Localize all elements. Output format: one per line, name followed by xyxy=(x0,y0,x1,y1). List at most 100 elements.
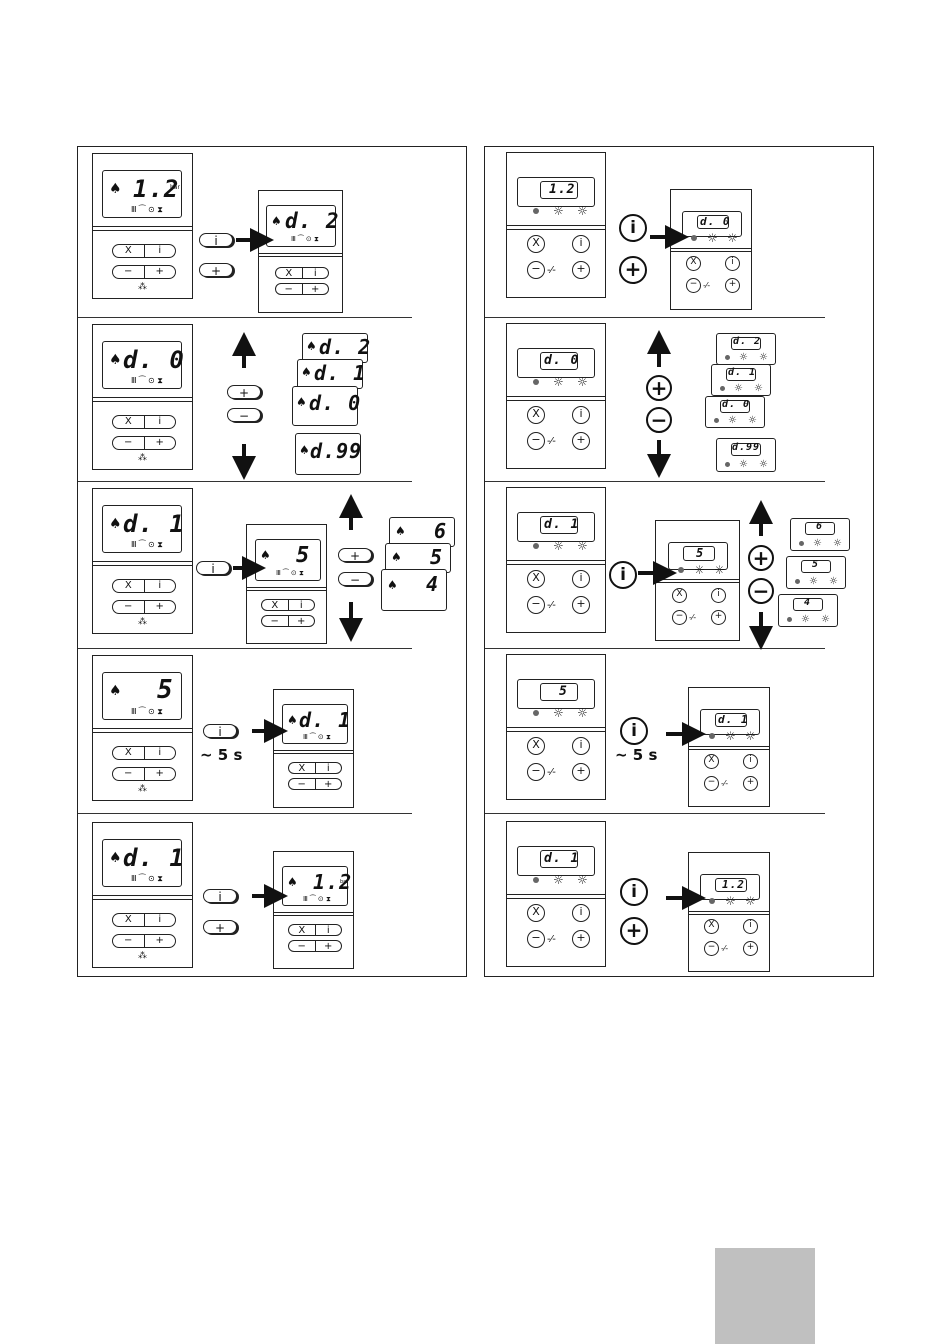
heat-button[interactable]: Ⅹ xyxy=(527,904,545,922)
heat-button[interactable]: Ⅹ xyxy=(113,245,145,257)
plus-key[interactable]: + xyxy=(338,548,372,563)
plus-button[interactable]: + xyxy=(743,776,758,791)
plus-button[interactable]: + xyxy=(155,935,164,946)
info-button[interactable]: i xyxy=(572,406,590,424)
plus-button[interactable]: + xyxy=(324,779,333,790)
minus-key[interactable]: − xyxy=(227,408,261,423)
plus-button[interactable]: + xyxy=(155,601,164,612)
info-button[interactable]: i xyxy=(158,580,162,591)
minus-button[interactable]: − xyxy=(527,261,545,279)
minus-button[interactable]: − xyxy=(113,601,145,613)
button-bar-bottom[interactable]: − + xyxy=(288,778,342,790)
plus-key[interactable]: + xyxy=(619,256,647,284)
minus-button[interactable]: − xyxy=(704,941,719,956)
minus-button[interactable]: − xyxy=(113,935,145,947)
info-button[interactable]: i xyxy=(326,925,330,936)
info-button[interactable]: i xyxy=(711,588,726,603)
heat-button[interactable]: Ⅹ xyxy=(276,268,303,279)
minus-key[interactable]: − xyxy=(748,578,774,604)
minus-button[interactable]: − xyxy=(276,284,303,295)
info-button[interactable]: i xyxy=(158,416,162,427)
heat-button[interactable]: Ⅹ xyxy=(289,763,316,774)
heat-button[interactable]: Ⅹ xyxy=(704,919,719,934)
plus-button[interactable]: + xyxy=(743,941,758,956)
plus-button[interactable]: + xyxy=(155,266,164,277)
heat-button[interactable]: Ⅹ xyxy=(527,406,545,424)
heat-button[interactable]: Ⅹ xyxy=(113,747,145,759)
minus-button[interactable]: − xyxy=(704,776,719,791)
info-button[interactable]: i xyxy=(725,256,740,271)
minus-button[interactable]: − xyxy=(527,930,545,948)
info-key[interactable]: i xyxy=(199,233,233,248)
plus-key[interactable]: + xyxy=(227,385,261,400)
info-button[interactable]: i xyxy=(158,914,162,925)
info-button[interactable]: i xyxy=(572,904,590,922)
info-button[interactable]: i xyxy=(743,919,758,934)
heat-button[interactable]: Ⅹ xyxy=(113,914,145,926)
plus-key[interactable]: + xyxy=(646,375,672,401)
button-bar-top[interactable]: Ⅹ i xyxy=(112,579,176,593)
button-bar-bottom[interactable]: − + xyxy=(112,934,176,948)
heat-button[interactable]: Ⅹ xyxy=(704,754,719,769)
button-bar-top[interactable]: Ⅹ i xyxy=(112,415,176,429)
plus-button[interactable]: + xyxy=(572,432,590,450)
info-key[interactable]: i xyxy=(609,561,637,589)
minus-button[interactable]: − xyxy=(113,768,145,780)
minus-button[interactable]: − xyxy=(113,437,145,449)
minus-button[interactable]: − xyxy=(527,763,545,781)
info-button[interactable]: i xyxy=(743,754,758,769)
info-button[interactable]: i xyxy=(158,747,162,758)
minus-button[interactable]: − xyxy=(113,266,145,278)
plus-key[interactable]: + xyxy=(199,263,233,278)
plus-button[interactable]: + xyxy=(155,768,164,779)
heat-button[interactable]: Ⅹ xyxy=(262,600,289,611)
button-bar-top[interactable]: Ⅹ i xyxy=(112,746,176,760)
heat-button[interactable]: Ⅹ xyxy=(527,235,545,253)
plus-button[interactable]: + xyxy=(711,610,726,625)
minus-button[interactable]: − xyxy=(289,941,316,952)
plus-button[interactable]: + xyxy=(572,596,590,614)
heat-button[interactable]: Ⅹ xyxy=(289,925,316,936)
button-bar-top[interactable]: Ⅹ i xyxy=(261,599,315,611)
minus-button[interactable]: − xyxy=(672,610,687,625)
info-button[interactable]: i xyxy=(326,763,330,774)
info-button[interactable]: i xyxy=(299,600,303,611)
heat-button[interactable]: Ⅹ xyxy=(672,588,687,603)
minus-key[interactable]: − xyxy=(646,407,672,433)
plus-button[interactable]: + xyxy=(155,437,164,448)
button-bar-top[interactable]: Ⅹ i xyxy=(288,924,342,936)
info-button[interactable]: i xyxy=(572,570,590,588)
info-button[interactable]: i xyxy=(572,737,590,755)
plus-button[interactable]: + xyxy=(324,941,333,952)
button-bar-bottom[interactable]: − + xyxy=(275,283,329,295)
button-bar-bottom[interactable]: − + xyxy=(261,615,315,627)
plus-button[interactable]: + xyxy=(297,616,306,627)
button-bar-bottom[interactable]: − + xyxy=(288,940,342,952)
heat-button[interactable]: Ⅹ xyxy=(113,416,145,428)
info-key[interactable]: i xyxy=(203,724,237,739)
info-key[interactable]: i xyxy=(620,878,648,906)
plus-button[interactable]: + xyxy=(311,284,320,295)
button-bar-top[interactable]: Ⅹ i xyxy=(275,267,329,279)
button-bar-top[interactable]: Ⅹ i xyxy=(112,244,176,258)
heat-button[interactable]: Ⅹ xyxy=(113,580,145,592)
button-bar-bottom[interactable]: − + xyxy=(112,600,176,614)
plus-button[interactable]: + xyxy=(725,278,740,293)
plus-key[interactable]: + xyxy=(748,545,774,571)
info-key[interactable]: i xyxy=(620,717,648,745)
heat-button[interactable]: Ⅹ xyxy=(527,737,545,755)
minus-button[interactable]: − xyxy=(527,596,545,614)
heat-button[interactable]: Ⅹ xyxy=(527,570,545,588)
plus-button[interactable]: + xyxy=(572,930,590,948)
minus-button[interactable]: − xyxy=(527,432,545,450)
minus-key[interactable]: − xyxy=(338,572,372,587)
button-bar-top[interactable]: Ⅹ i xyxy=(288,762,342,774)
info-button[interactable]: i xyxy=(313,268,317,279)
info-button[interactable]: i xyxy=(572,235,590,253)
info-button[interactable]: i xyxy=(158,245,162,256)
info-key[interactable]: i xyxy=(203,889,237,904)
button-bar-bottom[interactable]: − + xyxy=(112,436,176,450)
minus-button[interactable]: − xyxy=(262,616,289,627)
info-key[interactable]: i xyxy=(619,214,647,242)
minus-button[interactable]: − xyxy=(686,278,701,293)
